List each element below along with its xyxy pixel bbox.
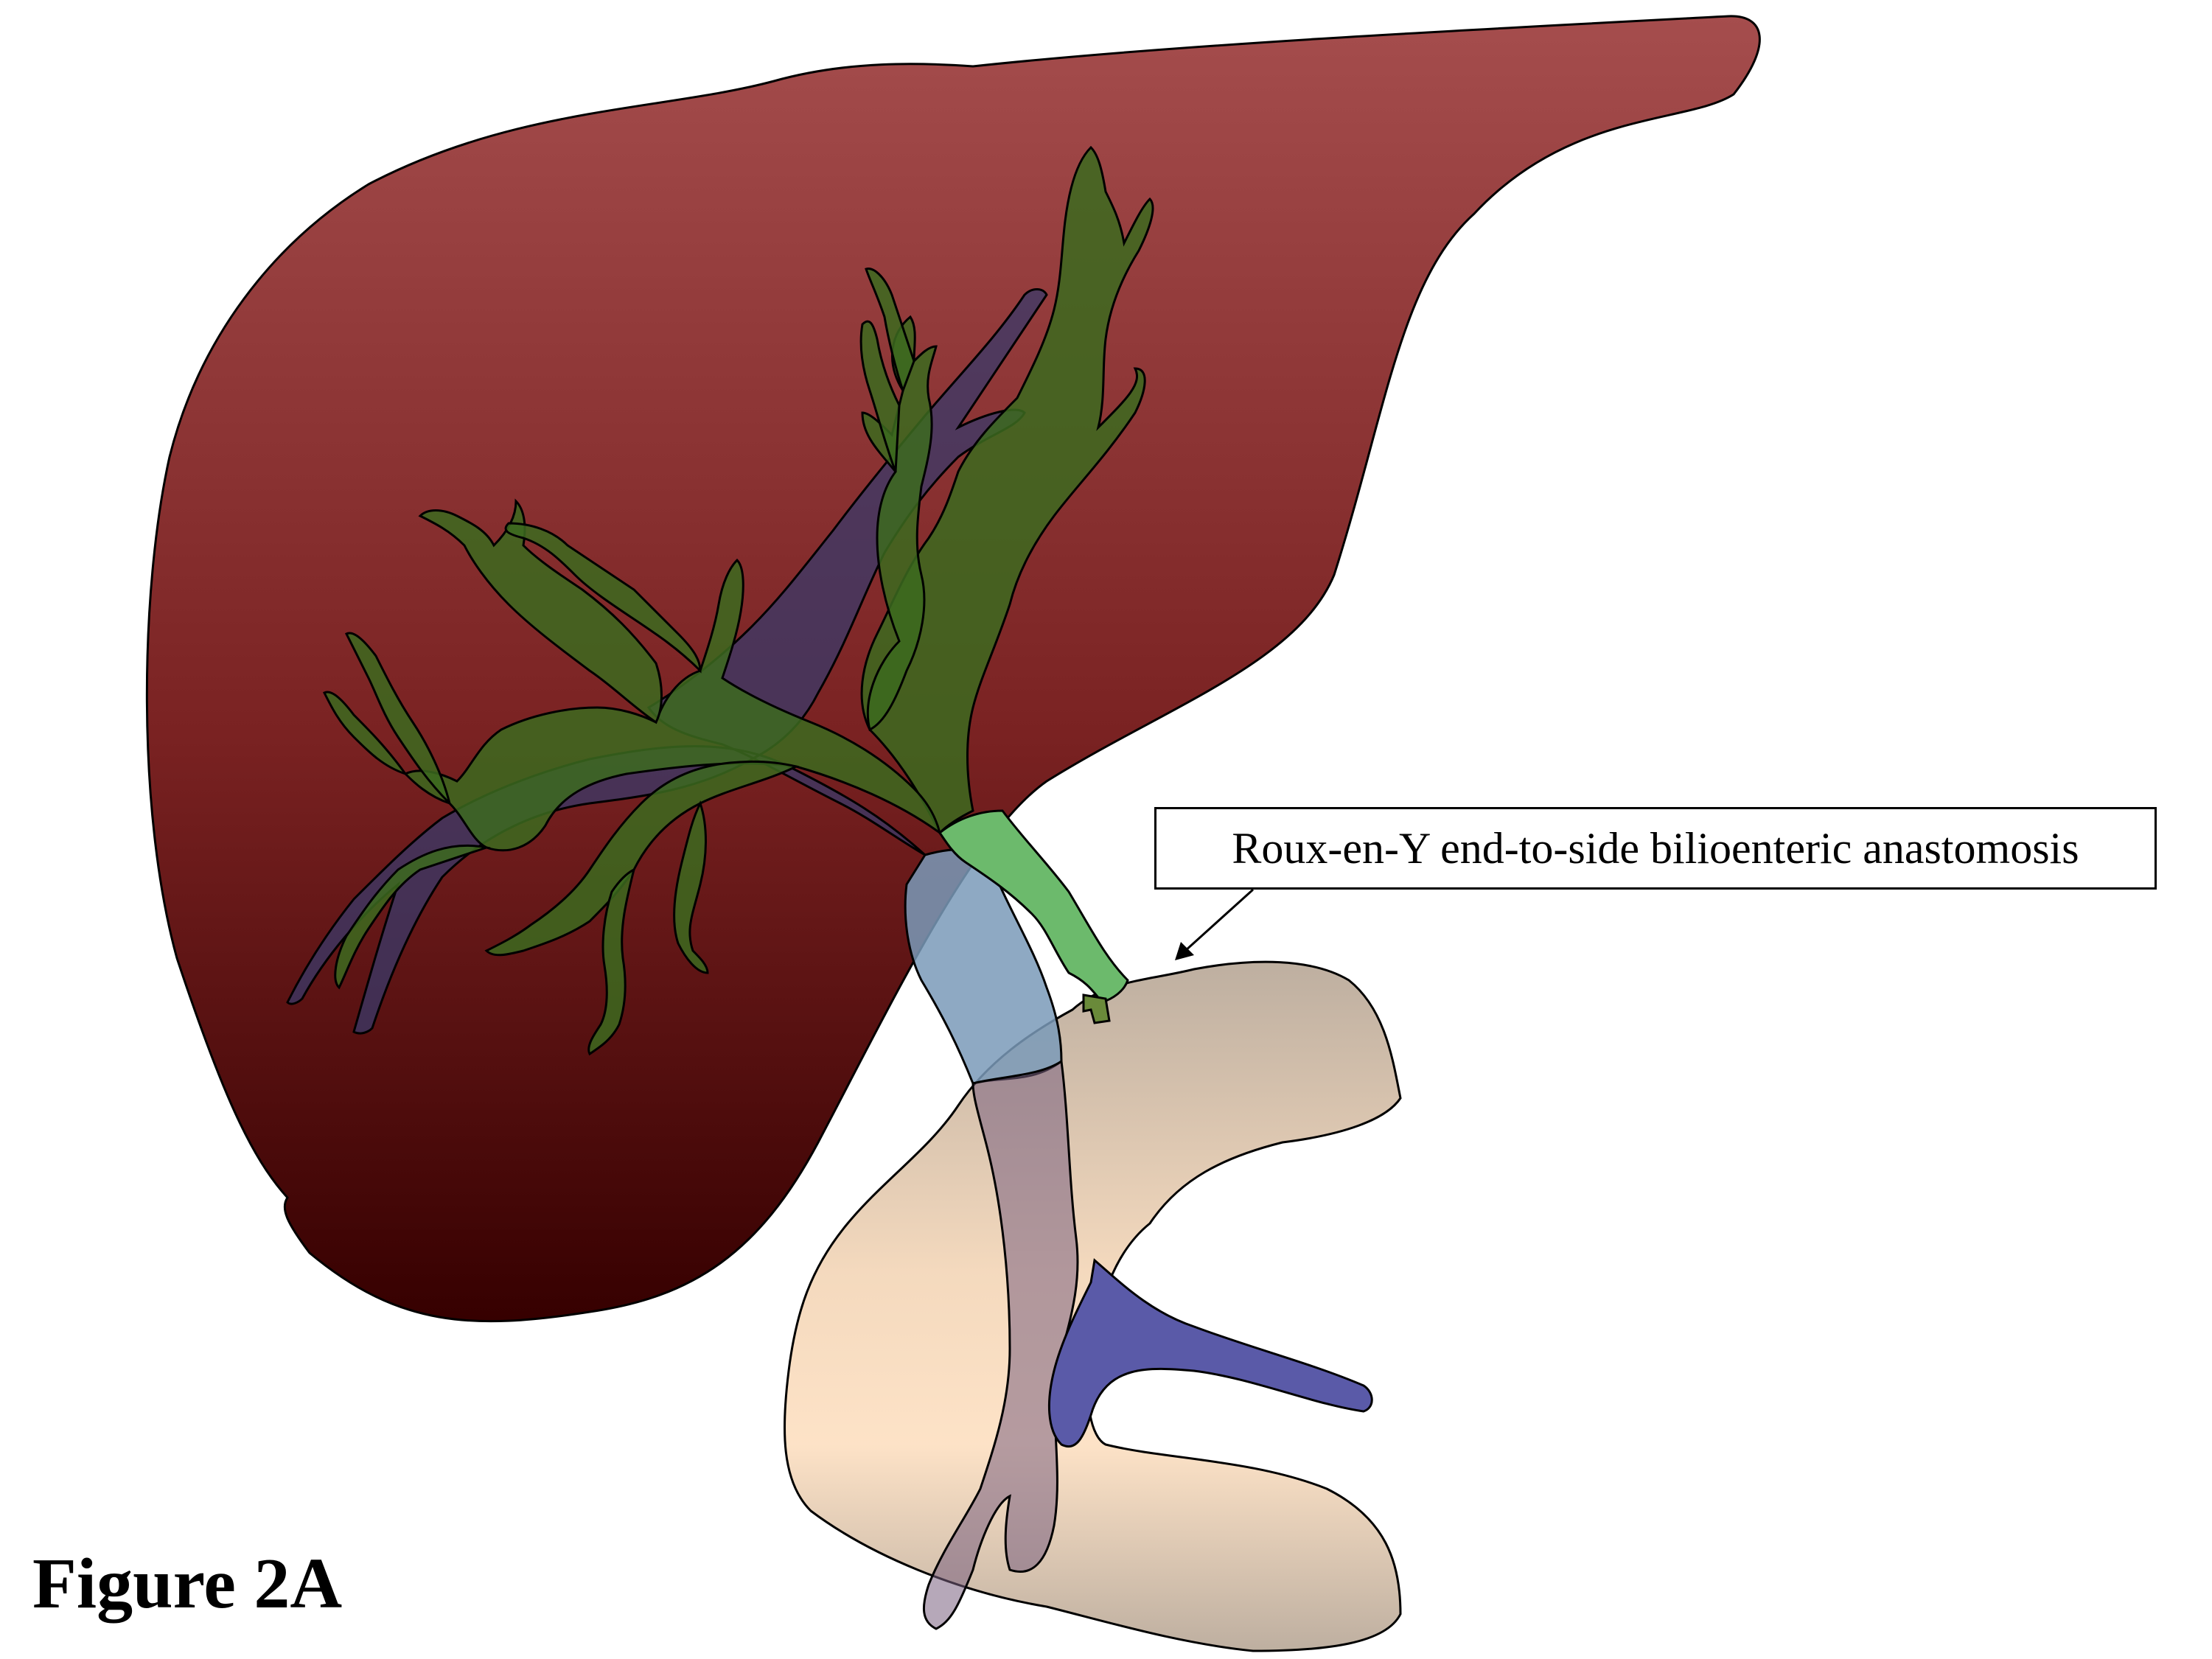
arrow-head-icon bbox=[1175, 942, 1194, 960]
figure-label: Figure 2A bbox=[32, 1544, 343, 1624]
anastomosis-site bbox=[1082, 993, 1111, 1024]
biliary-tree bbox=[322, 145, 1154, 1056]
callout-arrow bbox=[1184, 888, 1255, 952]
portal-vein-trunk bbox=[922, 1059, 1079, 1630]
mesenteric-vein bbox=[1048, 1258, 1373, 1447]
callout-text: Roux-en-Y end-to-side bilioenteric anast… bbox=[1232, 823, 2079, 873]
bile-duct-extrahepatic bbox=[938, 809, 1129, 1004]
callout-label: Roux-en-Y end-to-side bilioenteric anast… bbox=[1154, 807, 2157, 890]
